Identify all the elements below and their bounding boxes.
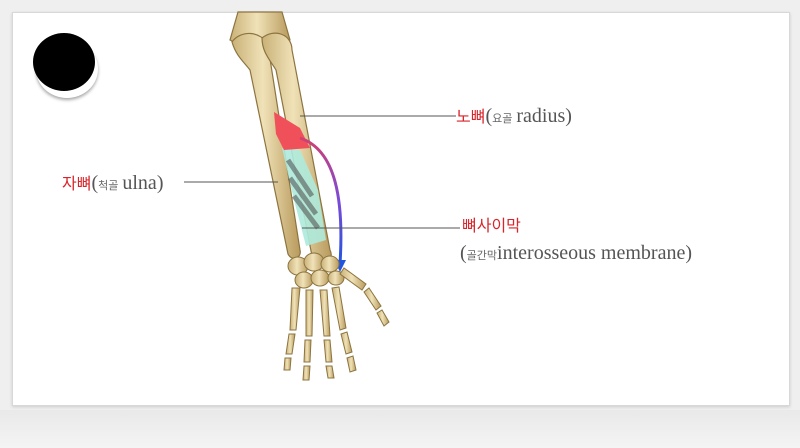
carpal-bones xyxy=(287,252,345,289)
hand-bones xyxy=(283,267,390,381)
rotation-arrow xyxy=(299,136,343,265)
label-radius: 노뼈(요골 radius) xyxy=(456,106,572,126)
label-ulna-close: ) xyxy=(156,172,164,194)
label-membrane: 뼈사이막 xyxy=(462,218,521,235)
label-radius-english: radius xyxy=(516,105,566,127)
label-ulna-english: ulna xyxy=(122,172,157,194)
label-radius-korean: 노뼈 xyxy=(456,107,486,126)
black-disc-icon xyxy=(33,33,95,91)
label-membrane-detail: (골간막interosseous membrane) xyxy=(460,243,692,263)
footer-band xyxy=(0,410,800,448)
label-membrane-korean: 뼈사이막 xyxy=(462,216,521,235)
label-membrane-sub: 골간막 xyxy=(466,249,498,262)
label-membrane-close: ) xyxy=(685,242,692,264)
label-radius-close: ) xyxy=(565,105,572,127)
label-ulna-sub: 척골 xyxy=(98,179,119,192)
label-membrane-english: interosseous membrane xyxy=(497,242,686,264)
label-membrane-open: ( xyxy=(460,242,467,264)
label-radius-sub: 요골 xyxy=(492,112,513,125)
label-ulna-korean: 자뼈 xyxy=(62,174,92,193)
label-radius-open: ( xyxy=(485,105,493,127)
label-ulna-open: ( xyxy=(91,172,99,194)
label-ulna: 자뼈(척골 ulna) xyxy=(62,173,163,193)
muscle-attachment xyxy=(274,112,310,150)
membrane-fiber xyxy=(285,158,320,230)
slide-canvas xyxy=(12,12,790,406)
